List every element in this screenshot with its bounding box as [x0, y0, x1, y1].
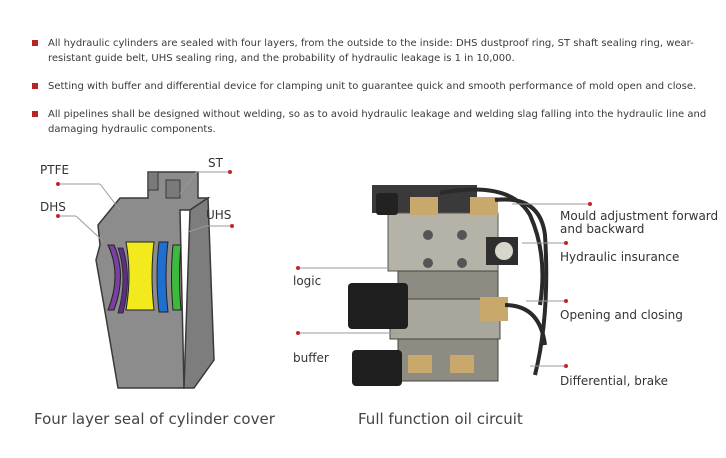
- oil-circuit-illustration: [296, 185, 592, 386]
- dhs-label: DHS: [40, 200, 66, 214]
- circuit-figure-caption: Full function oil circuit: [358, 410, 523, 428]
- bullet-item: All hydraulic cylinders are sealed with …: [30, 36, 710, 66]
- seal-cross-section-figure: PTFE ST DHS UHS: [28, 150, 308, 400]
- uhs-label: UHS: [206, 208, 232, 222]
- st-label: ST: [208, 156, 223, 170]
- logic-label: logic: [293, 274, 322, 288]
- bullet-item: All pipelines shall be designed without …: [30, 107, 710, 137]
- feature-bullet-list: All hydraulic cylinders are sealed with …: [30, 36, 710, 150]
- bullet-square-icon: [32, 83, 38, 89]
- buffer-label: buffer: [293, 351, 329, 365]
- opening-closing-label: Opening and closing: [560, 308, 683, 322]
- bullet-square-icon: [32, 40, 38, 46]
- bullet-text: Setting with buffer and differential dev…: [48, 81, 697, 92]
- bullet-text: All pipelines shall be designed without …: [48, 109, 707, 135]
- bullet-item: Setting with buffer and differential dev…: [30, 79, 710, 94]
- bullet-square-icon: [32, 111, 38, 117]
- oil-circuit-figure: Mould adjustment forward and backward Hy…: [290, 175, 720, 400]
- seal-figure-caption: Four layer seal of cylinder cover: [34, 410, 275, 428]
- ptfe-label: PTFE: [40, 163, 70, 177]
- mould-adjustment-label: Mould adjustment forward and backward: [560, 209, 719, 236]
- bullet-text: All hydraulic cylinders are sealed with …: [48, 38, 694, 64]
- hydraulic-insurance-label: Hydraulic insurance: [560, 250, 680, 264]
- seal-cross-section-illustration: [56, 170, 234, 389]
- differential-brake-label: Differential, brake: [560, 374, 669, 388]
